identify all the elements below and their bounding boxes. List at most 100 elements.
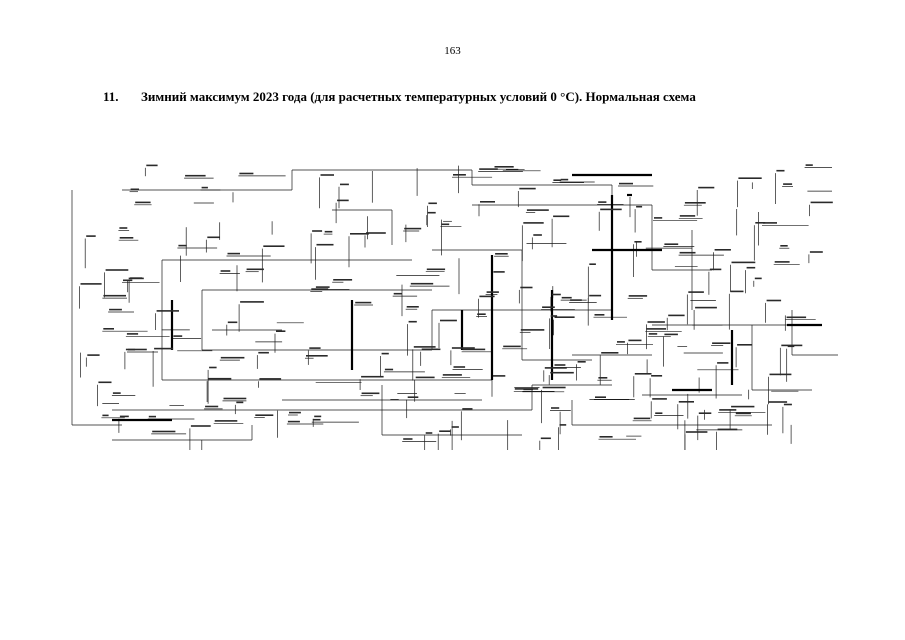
label-mark — [731, 261, 756, 264]
label-mark — [154, 347, 174, 350]
label-mark — [236, 401, 244, 404]
label-mark — [514, 388, 539, 390]
label-mark — [598, 201, 607, 203]
label-mark — [205, 405, 219, 408]
label-mark — [595, 396, 606, 398]
label-mark — [684, 202, 706, 204]
label-mark — [316, 243, 334, 246]
label-mark — [634, 373, 652, 375]
label-mark — [651, 375, 663, 377]
label-mark — [717, 428, 738, 431]
label-mark — [442, 374, 462, 376]
label-mark — [453, 174, 466, 176]
label-mark — [410, 282, 434, 285]
label-mark — [714, 249, 731, 251]
label-mark — [776, 169, 785, 172]
schematic-label-marks — [80, 164, 833, 440]
label-mark — [130, 277, 143, 279]
label-mark — [220, 356, 245, 359]
label-mark — [647, 321, 665, 323]
label-mark — [312, 418, 321, 421]
label-mark — [201, 186, 208, 189]
label-mark — [648, 333, 658, 335]
label-mark — [415, 376, 435, 379]
label-mark — [208, 377, 232, 380]
label-mark — [738, 177, 762, 179]
label-mark — [407, 396, 419, 398]
label-mark — [227, 321, 238, 324]
label-mark — [559, 424, 567, 426]
label-mark — [119, 227, 128, 229]
schematic-buses — [112, 173, 822, 422]
label-mark — [258, 351, 269, 354]
label-mark — [763, 222, 777, 224]
label-mark — [805, 164, 813, 166]
label-mark — [312, 230, 323, 232]
page-number: 163 — [444, 45, 461, 57]
label-mark — [98, 381, 112, 384]
label-mark — [173, 335, 183, 337]
label-mark — [783, 183, 793, 185]
label-mark — [737, 344, 753, 346]
label-mark — [755, 222, 766, 224]
label-mark — [130, 188, 139, 191]
label-mark — [688, 291, 704, 293]
label-mark — [428, 202, 437, 205]
label-mark — [589, 294, 602, 297]
label-mark — [768, 401, 788, 403]
label-mark — [678, 401, 694, 403]
label-mark — [112, 392, 121, 394]
label-mark — [207, 236, 220, 239]
label-mark — [746, 266, 756, 269]
label-mark — [276, 330, 286, 332]
label-mark — [679, 215, 696, 217]
label-mark — [109, 308, 122, 311]
label-mark — [636, 205, 643, 208]
label-mark — [553, 215, 570, 218]
label-mark — [259, 378, 282, 380]
label-mark — [787, 345, 795, 348]
label-mark — [494, 166, 514, 168]
label-mark — [679, 251, 696, 254]
label-mark — [598, 377, 608, 379]
label-mark — [426, 268, 446, 271]
schematic-lines — [71, 165, 838, 450]
label-mark — [227, 252, 240, 255]
label-mark — [135, 201, 151, 204]
label-mark — [178, 244, 187, 247]
label-mark — [287, 420, 300, 423]
label-mark — [462, 348, 486, 351]
label-mark — [754, 277, 762, 280]
label-mark — [103, 294, 126, 297]
label-mark — [685, 431, 708, 433]
label-mark — [633, 417, 651, 420]
label-mark — [340, 183, 349, 186]
label-mark — [664, 243, 679, 245]
label-mark — [361, 375, 384, 378]
label-mark — [554, 364, 566, 366]
label-mark — [324, 230, 333, 233]
label-mark — [404, 227, 422, 230]
label-mark — [403, 438, 413, 440]
label-mark — [503, 345, 521, 348]
label-mark — [550, 371, 574, 374]
label-mark — [526, 209, 549, 211]
label-mark — [695, 306, 717, 309]
label-mark — [156, 310, 179, 312]
label-mark — [103, 328, 114, 330]
label-mark — [810, 201, 833, 204]
label-mark — [554, 316, 575, 318]
label-mark — [384, 368, 394, 371]
label-mark — [486, 291, 499, 293]
label-mark — [769, 373, 792, 376]
label-mark — [361, 392, 380, 395]
label-mark — [289, 411, 301, 414]
label-mark — [209, 366, 217, 369]
label-mark — [315, 286, 330, 288]
section-number: 11. — [103, 89, 119, 104]
label-mark — [617, 341, 625, 343]
label-mark — [393, 292, 402, 295]
label-mark — [520, 286, 533, 289]
label-mark — [735, 412, 751, 415]
label-mark — [664, 333, 678, 336]
